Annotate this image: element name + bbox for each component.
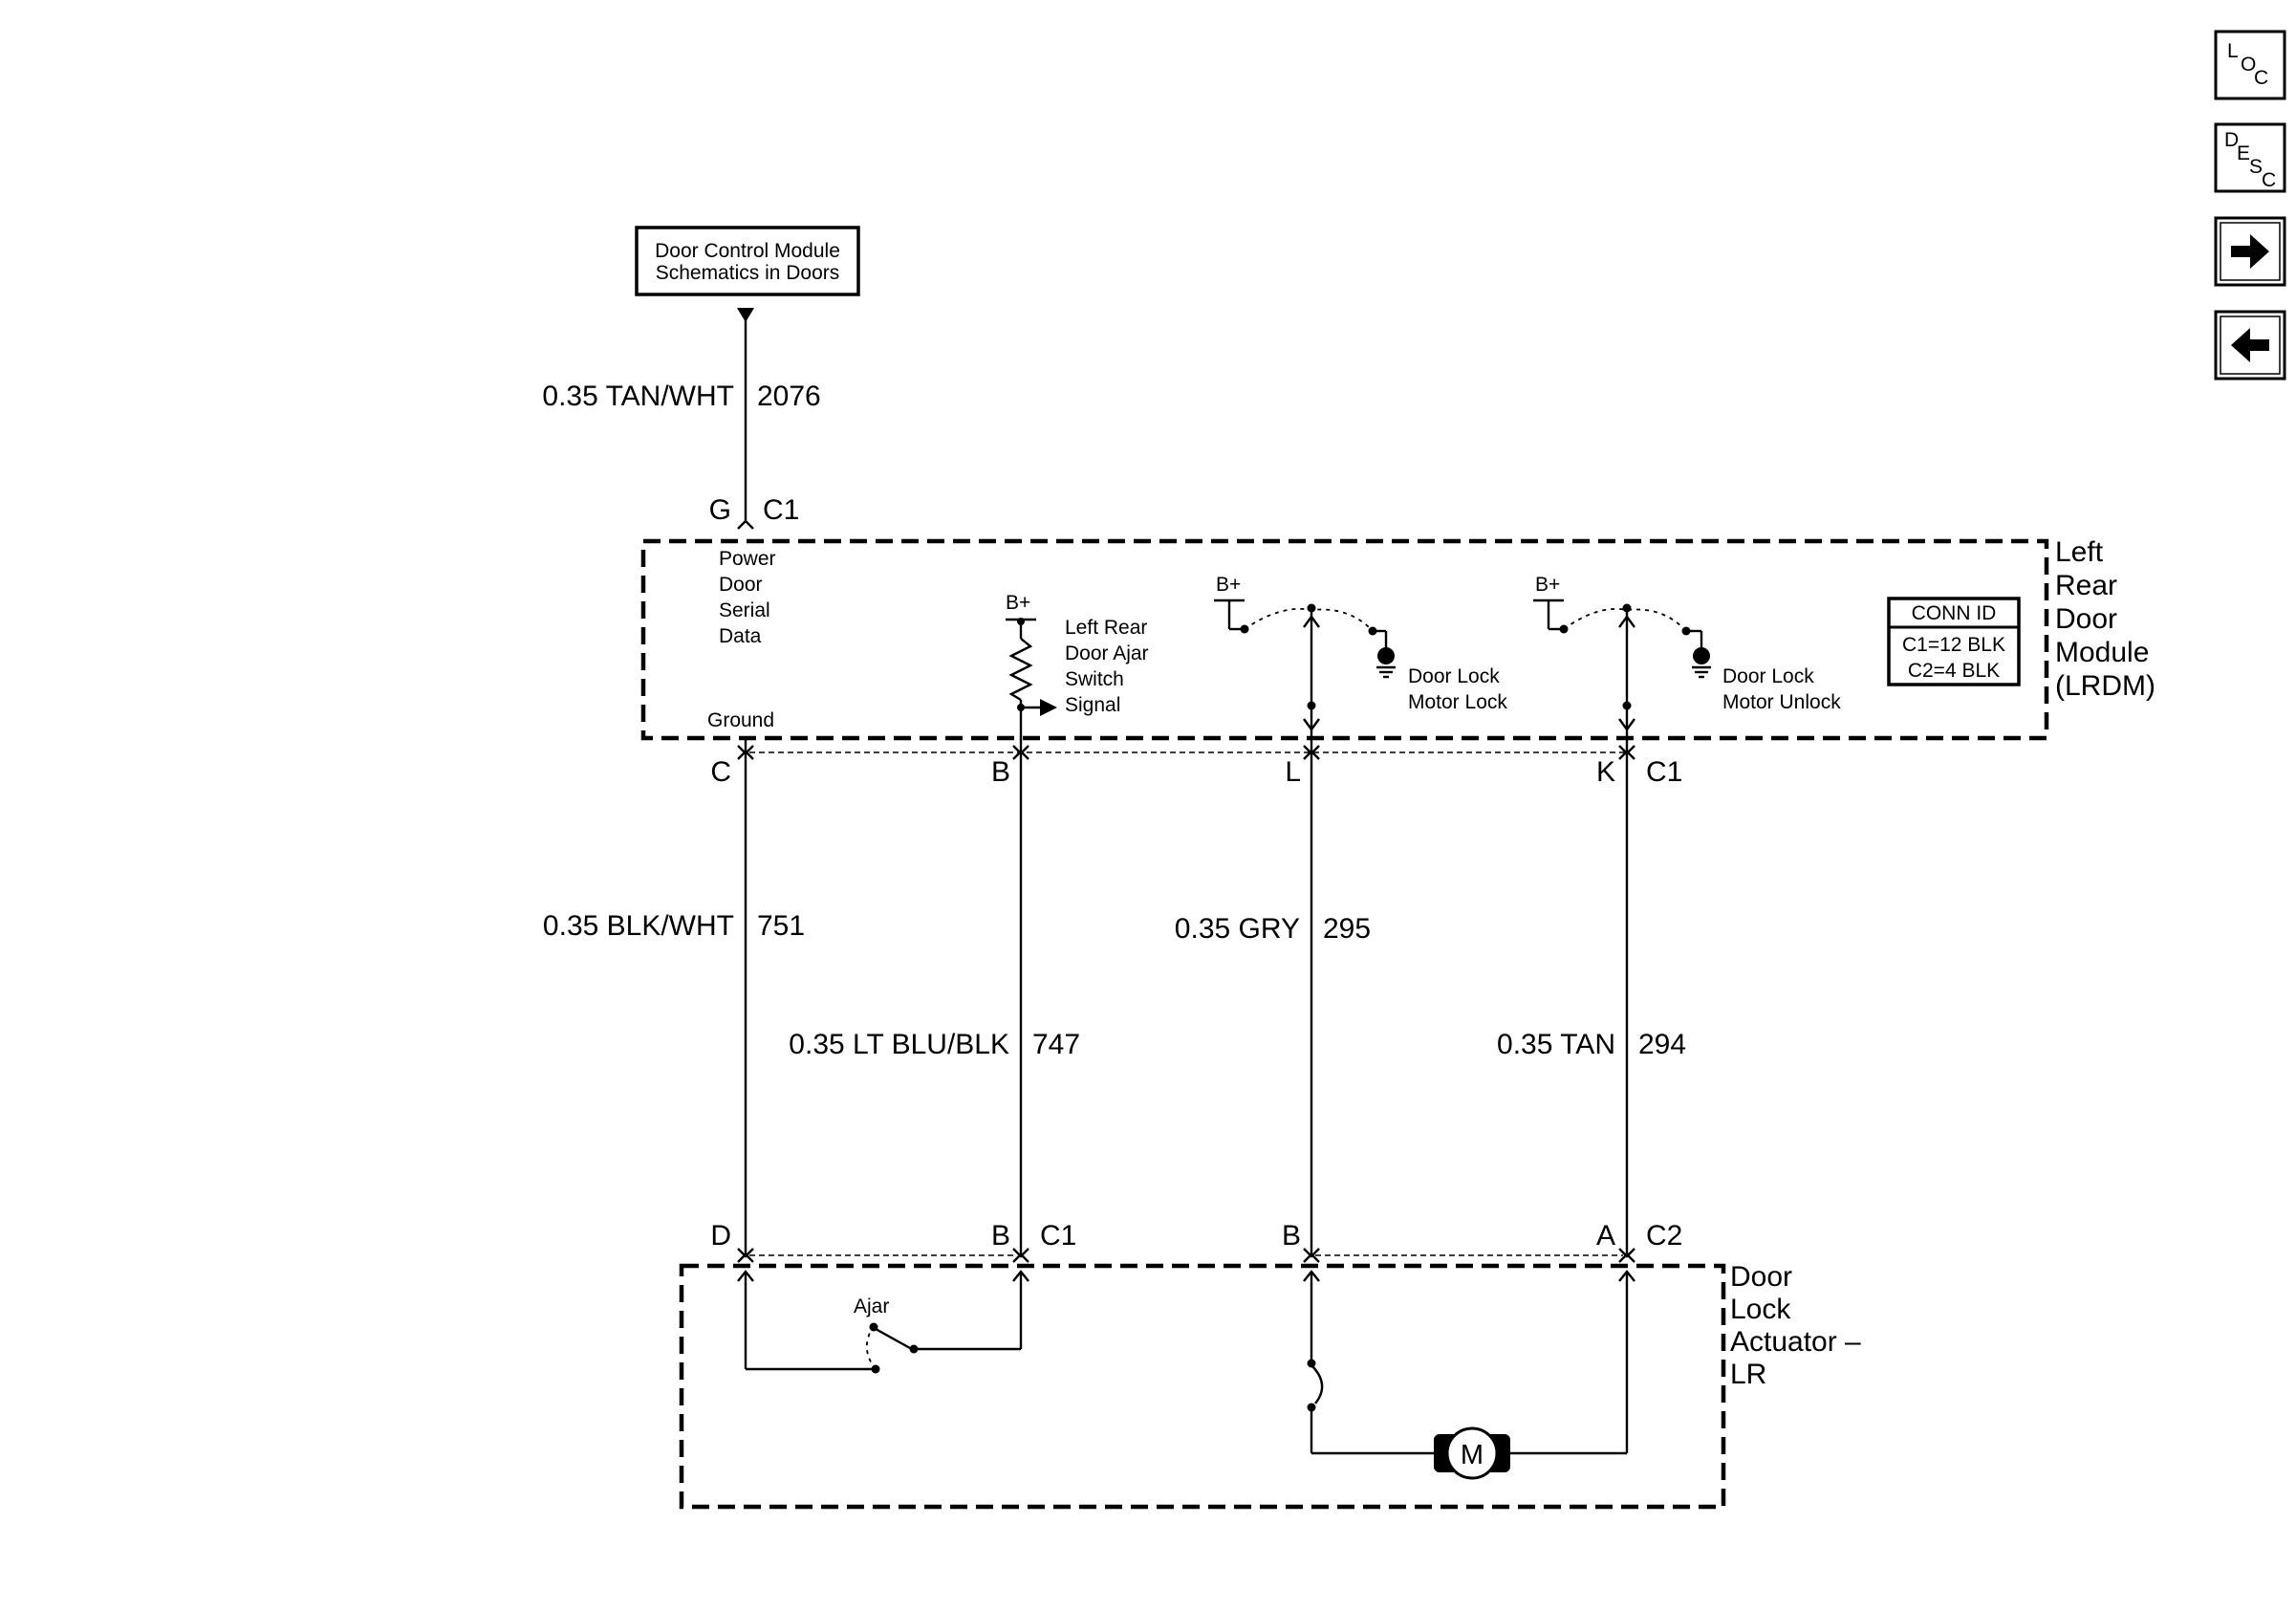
bplus-label-3: B+ (1535, 574, 1560, 596)
schematic-reference-box[interactable]: Door Control Module Schematics in Doors (635, 226, 860, 296)
arrow-left-icon (2231, 328, 2269, 362)
bplus-label-2: B+ (1216, 574, 1241, 596)
actuator-title-2: Lock (1730, 1294, 1791, 1325)
lrdm-lock_motor-0-text: Door Lock (1408, 665, 1500, 687)
ref_box-line2-text: Schematics in Doors (656, 262, 840, 284)
ajar-switch (875, 1327, 911, 1350)
pin-g-label: G (709, 494, 731, 526)
nav-desc-l3-text: S (2249, 156, 2263, 178)
actuator-pins-c1-text: C1 (1040, 1220, 1076, 1252)
prev-page-button[interactable] (2214, 310, 2286, 381)
conn-id-box: CONN ID C1=12 BLK C2=4 BLK (1887, 597, 2021, 686)
ground-label: Ground (707, 709, 774, 731)
lrdm-bottom_pins-l-text: L (1285, 756, 1301, 788)
actuator-motor-text: M (1461, 1440, 1484, 1470)
wires-3-circuit-text: 294 (1638, 1029, 1686, 1060)
lrdm-bottom_pins-k-text: K (1596, 756, 1615, 788)
lrdm-ajar_switch-0-text: Left Rear (1065, 617, 1147, 639)
desc-button[interactable]: D E S C (2214, 122, 2286, 193)
wires-1-gauge_color-text: 0.35 LT BLU/BLK (789, 1029, 1009, 1060)
actuator-pins-a-text: A (1596, 1220, 1615, 1252)
nav-desc-l4-text: C (2262, 169, 2276, 191)
lrdm-title-3: Door (2055, 603, 2117, 635)
wires-3-gauge_color-text: 0.35 TAN (1497, 1029, 1615, 1060)
lrdm-bottom_pins-conn-text: C1 (1646, 756, 1682, 788)
nav-loc-l1-text: L (2227, 40, 2239, 62)
lrdm-bottom_pins-c-text: C (710, 756, 731, 788)
wires-1-circuit-text: 747 (1032, 1029, 1080, 1060)
actuator-pins-c2-text: C2 (1646, 1220, 1682, 1252)
lrdm-ajar_switch-3-text: Signal (1065, 694, 1120, 716)
lrdm-ajar_switch-2-text: Switch (1065, 668, 1124, 690)
arrow-right-icon (2231, 234, 2269, 269)
lrdm-title-1: Left (2055, 536, 2104, 568)
actuator-outline (679, 1263, 1726, 1510)
wires-2-circuit-text: 295 (1323, 913, 1371, 945)
lrdm-power_door_serial_data-3-text: Data (719, 625, 762, 647)
actuator-pins-d-text: D (710, 1220, 731, 1252)
actuator-title-4: LR (1730, 1359, 1766, 1390)
ajar-label: Ajar (854, 1295, 889, 1317)
next-page-button[interactable] (2214, 216, 2286, 287)
lrdm-ajar_switch-1-text: Door Ajar (1065, 642, 1149, 664)
pull-up-resistor (1008, 638, 1033, 702)
wires-0-circuit-text: 751 (757, 910, 805, 942)
lrdm-unlock_motor-0-text: Door Lock (1722, 665, 1814, 687)
wire-2076-color: 0.35 TAN/WHT (542, 381, 734, 412)
lrdm-title-5: (LRDM) (2055, 670, 2155, 702)
ground-icon (1377, 647, 1395, 664)
ref_box-line1-text: Door Control Module (655, 240, 840, 262)
loc-button[interactable]: L O C (2214, 30, 2286, 100)
lrdm-title-2: Rear (2055, 570, 2117, 601)
lrdm-conn_id-c1-text: C1=12 BLK (1902, 634, 2005, 656)
actuator-title-1: Door (1730, 1261, 1792, 1293)
connector-c1-label: C1 (763, 494, 799, 526)
nav-loc-l3-text: C (2254, 67, 2268, 89)
wires-0-gauge_color-text: 0.35 BLK/WHT (543, 910, 734, 942)
ground-icon (1693, 647, 1710, 664)
lrdm-power_door_serial_data-1-text: Door (719, 574, 763, 596)
bplus-label-1: B+ (1006, 592, 1030, 614)
nav-desc-l2-text: E (2237, 142, 2250, 164)
lrdm-conn_id-title-text: CONN ID (1912, 602, 1997, 624)
motor-icon (1445, 1426, 1499, 1480)
lrdm-power_door_serial_data-0-text: Power (719, 548, 776, 570)
lrdm-conn_id-c2-text: C2=4 BLK (1908, 660, 2000, 682)
nav-desc-l1-text: D (2224, 129, 2239, 151)
lrdm-title-4: Module (2055, 637, 2149, 668)
lrdm-module-outline (640, 538, 2049, 741)
actuator-title-3: Actuator – (1730, 1326, 1861, 1358)
lrdm-unlock_motor-1-text: Motor Unlock (1722, 691, 1841, 713)
circuit-breaker (1310, 1364, 1324, 1404)
wire-2076-circuit: 2076 (757, 381, 821, 412)
lrdm-power_door_serial_data-2-text: Serial (719, 599, 770, 621)
lrdm-lock_motor-1-text: Motor Lock (1408, 691, 1507, 713)
connector-g-terminal (737, 519, 754, 530)
wires-2-gauge_color-text: 0.35 GRY (1175, 913, 1300, 945)
actuator-pins-b1-text: B (991, 1220, 1010, 1252)
lrdm-bottom_pins-b-text: B (991, 756, 1010, 788)
actuator-pins-b2-text: B (1282, 1220, 1301, 1252)
nav-loc-l2-text: O (2241, 54, 2256, 76)
signal-arrow-icon (1040, 699, 1057, 716)
